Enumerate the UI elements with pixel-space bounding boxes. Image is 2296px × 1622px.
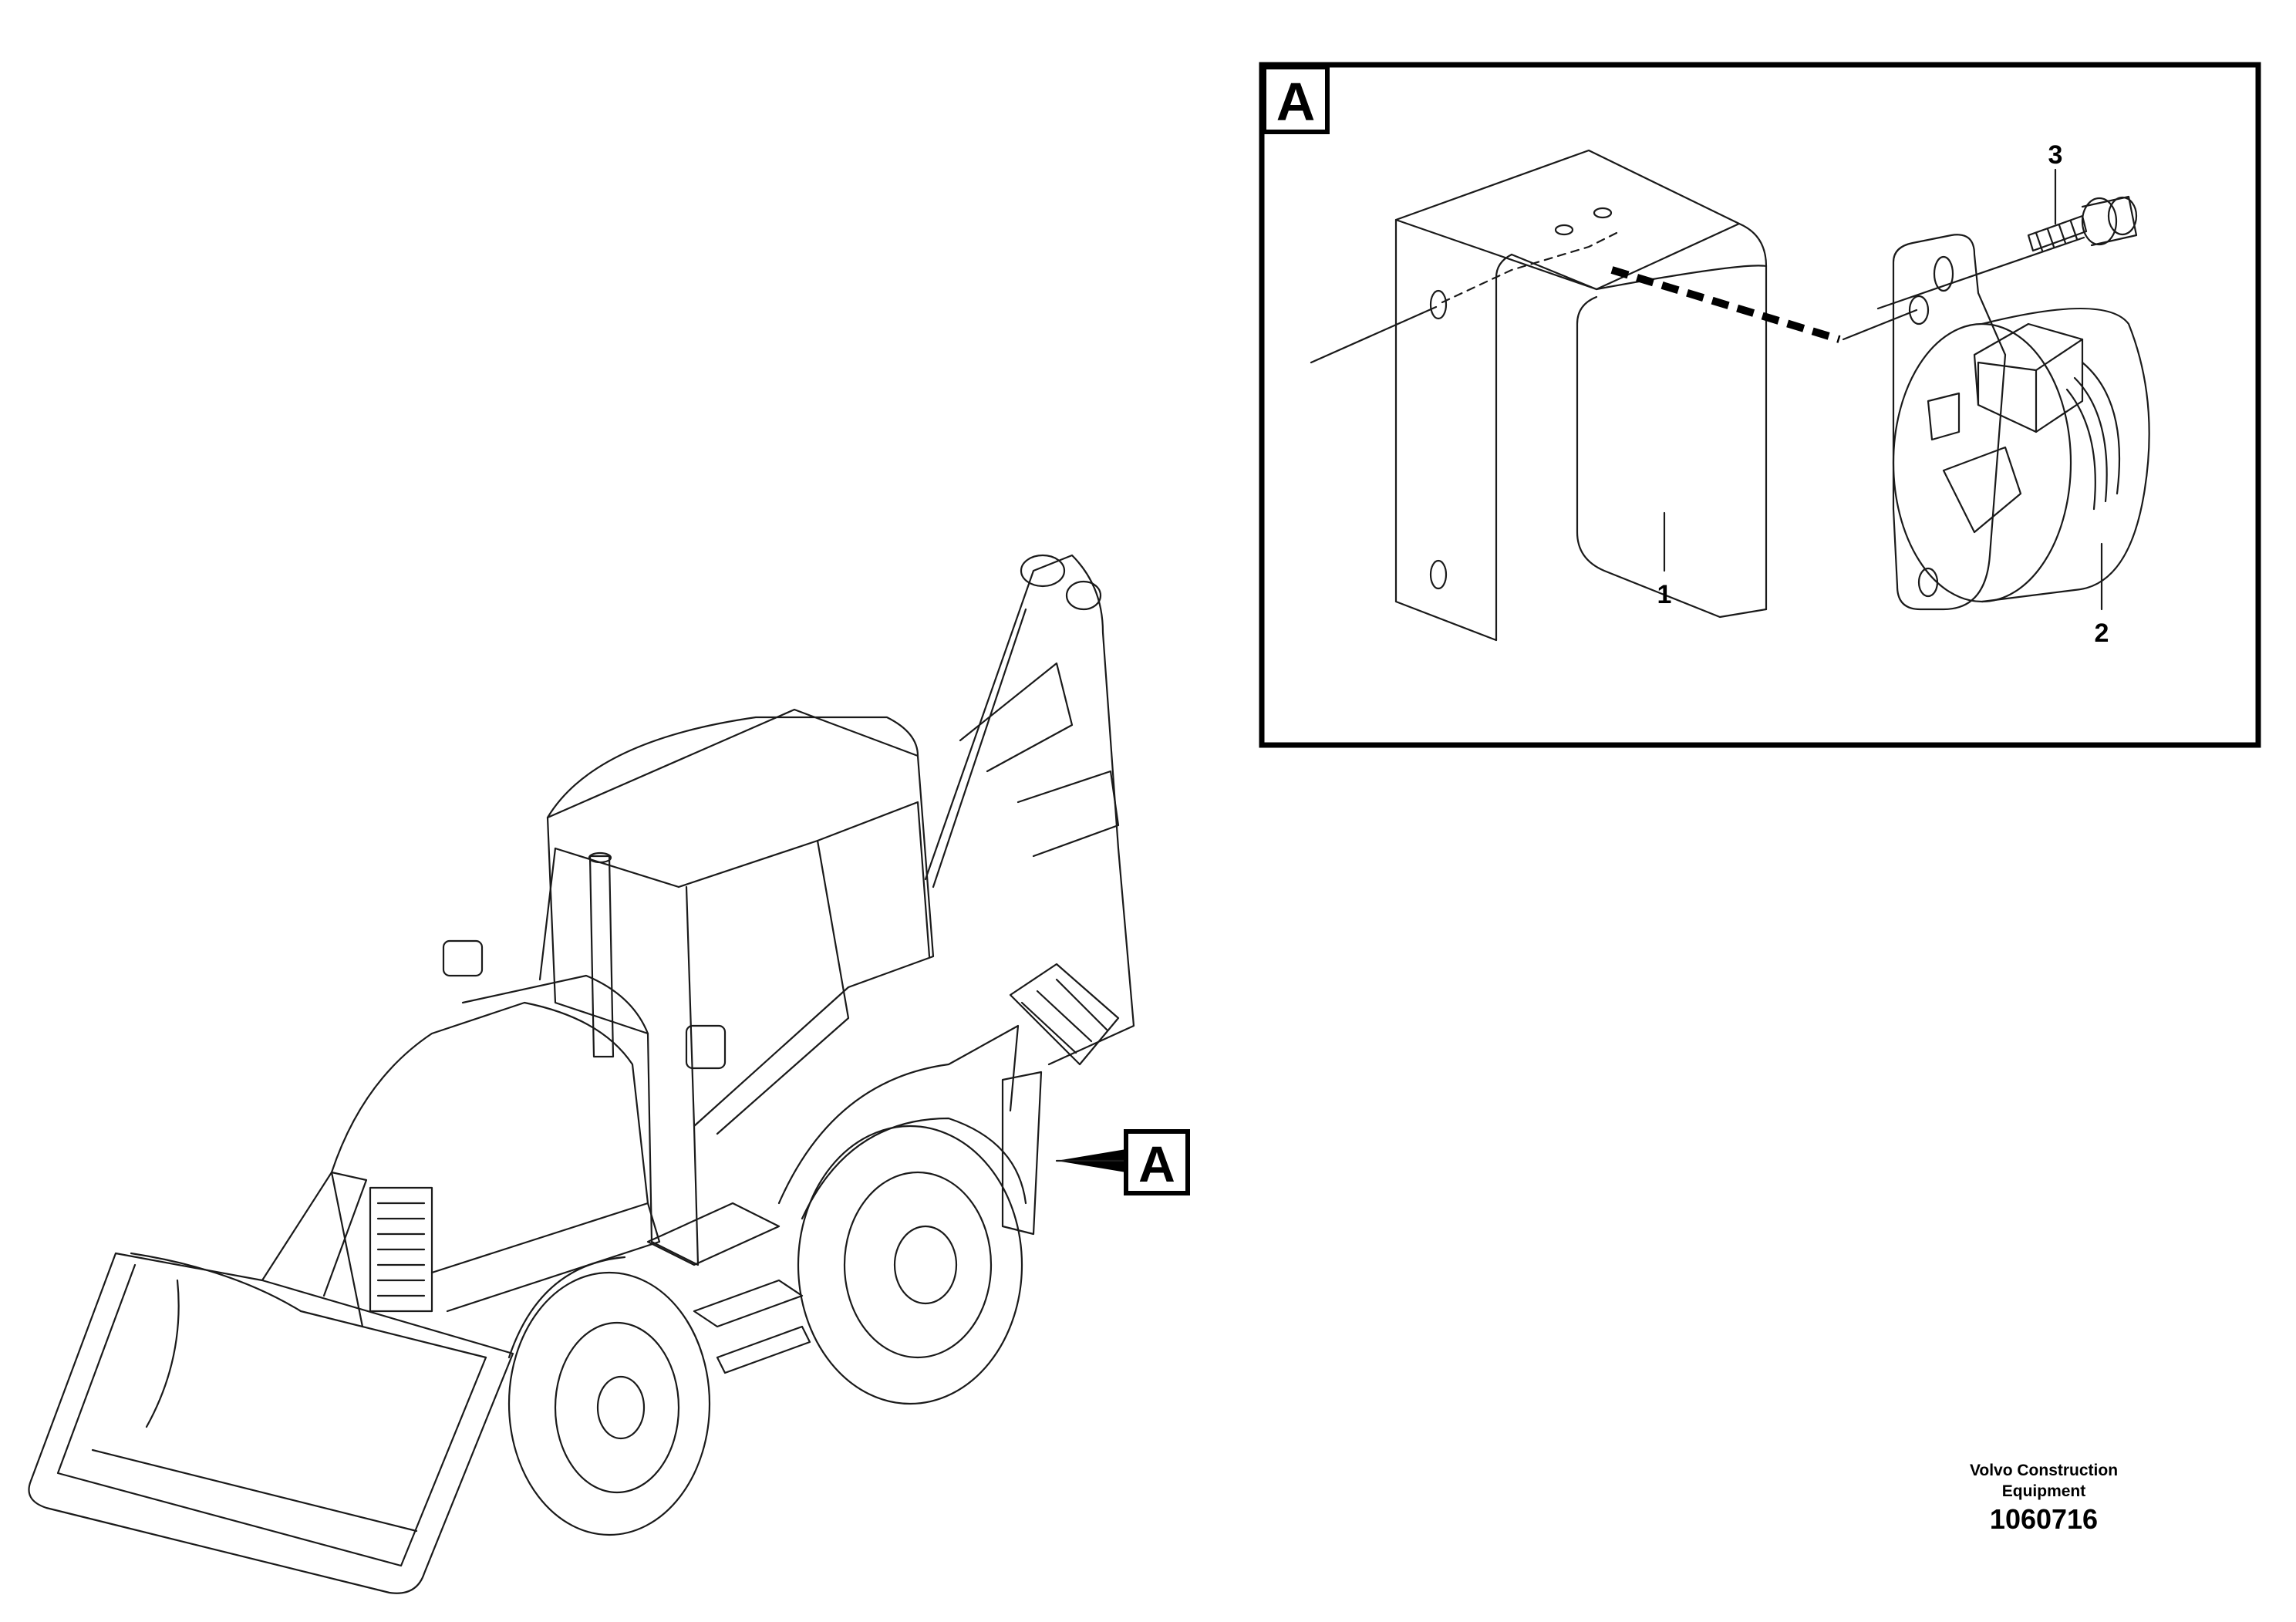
detail-view-a: A <box>1259 62 2261 748</box>
bracket-part-1 <box>1310 149 1841 642</box>
backhoe-boom <box>924 554 1135 1236</box>
rear-wheel <box>797 1117 1027 1405</box>
publisher-line-2: Equipment <box>2002 1482 2086 1500</box>
detail-view-label-box <box>1262 65 1330 134</box>
bolt-part-3 <box>1876 168 2138 310</box>
callout-label: A <box>1138 1135 1175 1192</box>
publisher-line-1: Volvo Construction <box>1970 1462 2118 1479</box>
sensor-part-2 <box>1842 234 2150 611</box>
work-light-left <box>442 939 484 977</box>
callout-label-box <box>1124 1129 1190 1195</box>
part-number-1: 1 <box>1657 580 1672 609</box>
backhoe-loader-illustration <box>28 554 1135 1594</box>
work-light-right <box>685 1024 727 1070</box>
detail-frame <box>1259 62 2261 748</box>
sensor-mount-location <box>1009 963 1120 1066</box>
part-number-2: 2 <box>2095 619 2109 648</box>
figure-footer: Volvo Construction Equipment 1060716 <box>1970 1462 2118 1535</box>
figure-id: 1060716 <box>1990 1503 2098 1535</box>
detail-view-label: A <box>1276 72 1316 132</box>
view-a-callout: A <box>1055 1129 1190 1195</box>
front-wheel <box>507 1256 711 1536</box>
front-bucket <box>28 1252 514 1594</box>
part-number-3: 3 <box>2048 140 2063 170</box>
cab <box>538 708 935 1266</box>
